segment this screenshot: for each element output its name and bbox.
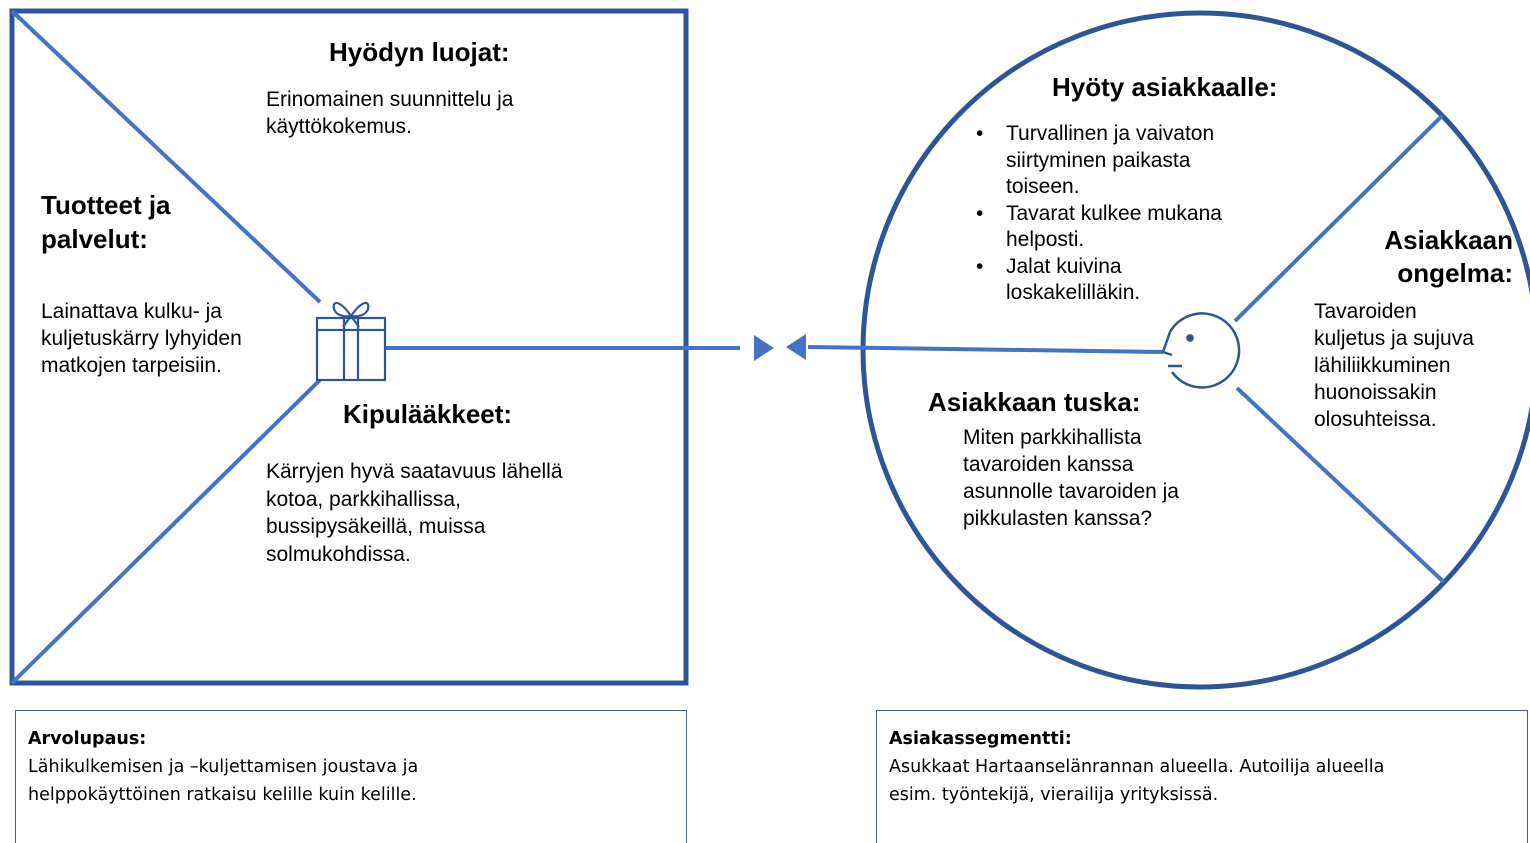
connector-right [807,345,1164,354]
jobs-text: Tavaroiden kuljetus ja sujuva lähiliikku… [1314,300,1474,431]
gain-creators-title: Hyödyn luojat: [329,37,510,67]
circle-divider-top [1233,104,1454,323]
pains-title: Asiakkaan tuska: [928,387,1141,417]
customer-segment-line: Asukkaat Hartaanselänrannan alueella. Au… [889,757,1385,777]
pain-relievers-text: Kärryjen hyvä saatavuus lähellä kotoa, p… [266,460,563,566]
gains-title: Hyöty asiakkaalle: [1052,72,1278,102]
gain-creators-text: Erinomainen suunnittelu ja käyttökokemus… [266,88,514,138]
gains-item: Tavarat kulkee mukana helposti. [976,201,1222,254]
customer-segment-line: esim. työntekijä, vierailija yrityksissä… [889,785,1219,805]
jobs-title: Asiakkaan ongelma: [1384,225,1513,288]
value-proposition-box: Arvolupaus: Lähikulkemisen ja –kuljettam… [15,710,687,843]
gains-item: Turvallinen ja vaivaton siirtyminen paik… [976,121,1222,201]
diagonal-bottom [10,378,322,685]
customer-segment-box: Asiakassegmentti: Asukkaat Hartaanselänr… [876,710,1528,843]
circle-divider-bottom [1235,386,1450,588]
arrow-head-right [754,335,774,361]
arrow-head-left [786,334,806,360]
face-icon [1161,312,1241,389]
diagonal-top [10,9,322,304]
gift-icon [315,301,387,382]
value-proposition-title: Arvolupaus: [28,729,147,749]
gains-list: Turvallinen ja vaivaton siirtyminen paik… [976,121,1222,307]
value-proposition-line: helppokäyttöinen ratkaisu kelille kuin k… [28,785,417,805]
pains-text: Miten parkkihallista tavaroiden kanssa a… [963,426,1179,530]
products-title: Tuotteet ja palvelut: [41,190,171,254]
pain-relievers-title: Kipulääkkeet: [343,399,513,429]
customer-segment-title: Asiakassegmentti: [889,729,1072,749]
products-text: Lainattava kulku- ja kuljetuskärry lyhyi… [41,300,242,377]
gains-item: Jalat kuivina loskakelilläkin. [976,254,1222,307]
value-proposition-line: Lähikulkemisen ja –kuljettamisen joustav… [28,757,419,777]
